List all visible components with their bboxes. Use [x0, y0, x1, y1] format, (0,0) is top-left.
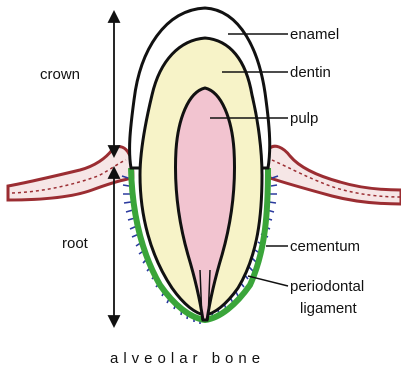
label-cementum: cementum — [290, 238, 360, 255]
gum-right — [267, 146, 401, 204]
root-dimension-arrow — [109, 168, 119, 326]
label-dentin: dentin — [290, 64, 331, 81]
label-root: root — [62, 235, 89, 252]
label-periodontal: periodontal — [290, 278, 364, 295]
label-ligament: ligament — [300, 300, 358, 317]
label-alveolar-bone: alveolar bone — [110, 350, 265, 367]
label-pulp: pulp — [290, 110, 318, 127]
label-enamel: enamel — [290, 26, 339, 43]
crown-dimension-arrow — [109, 12, 119, 156]
label-crown: crown — [40, 66, 80, 83]
